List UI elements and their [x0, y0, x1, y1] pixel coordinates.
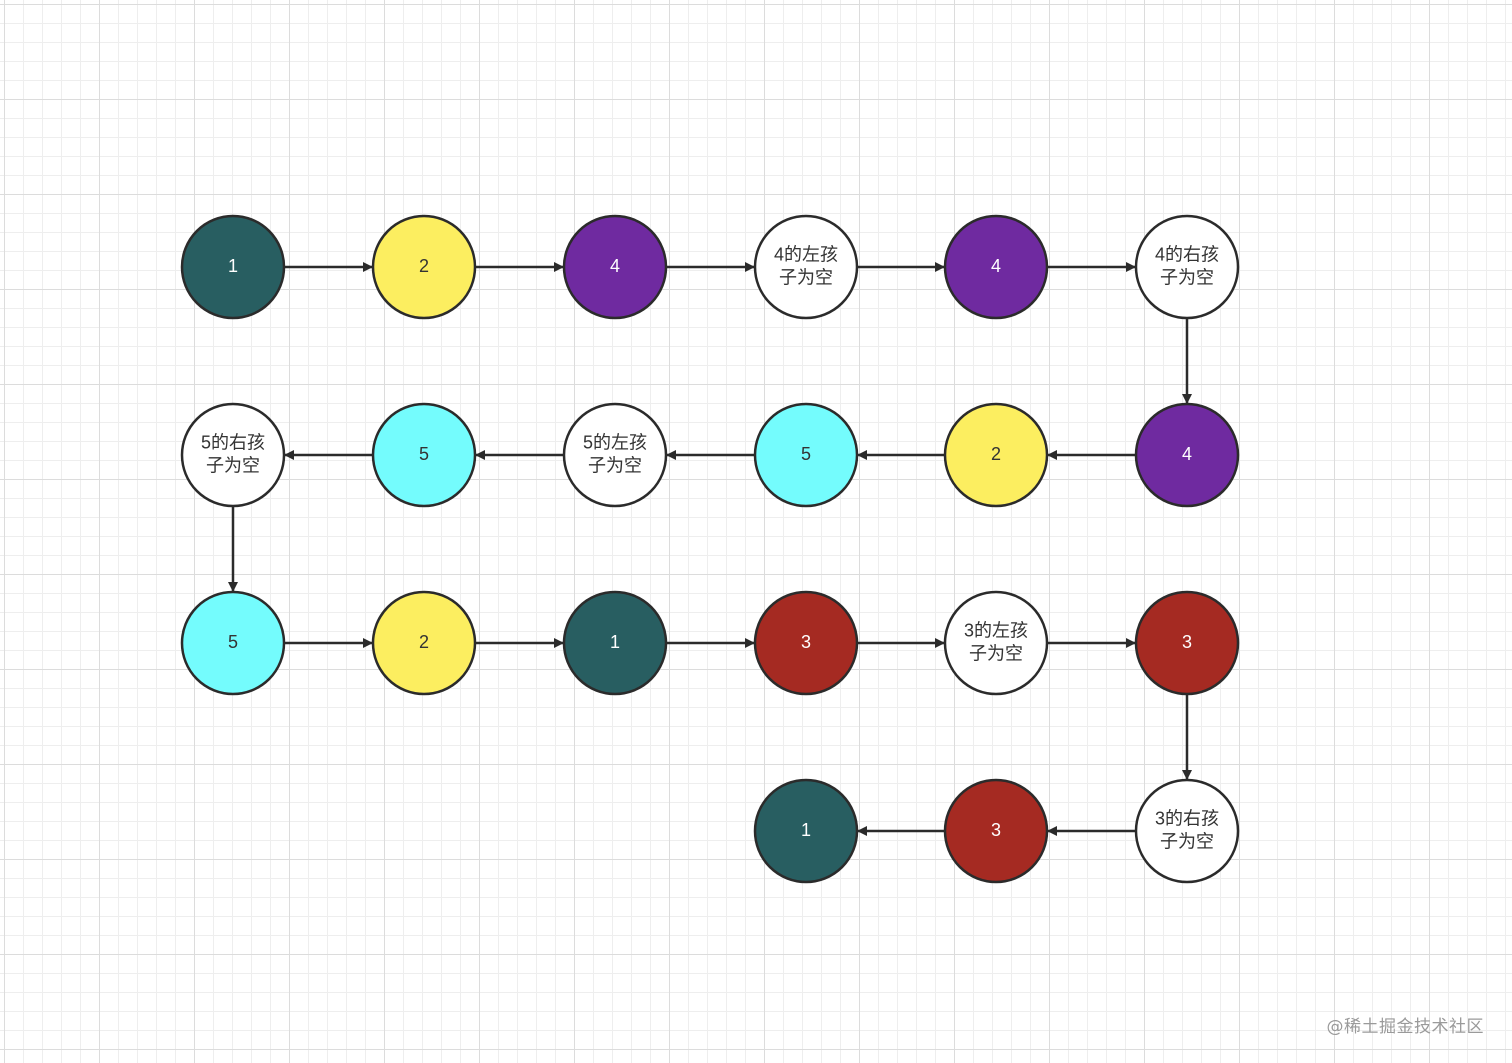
node-label: 2	[991, 444, 1001, 464]
watermark: @稀土掘金技术社区	[1326, 1017, 1484, 1037]
node-r2c3: 3	[753, 590, 859, 696]
node-label: 3	[801, 632, 811, 652]
node-label: 5	[419, 444, 429, 464]
node-label: 子为空	[969, 643, 1023, 663]
node-circle	[943, 778, 1049, 884]
node-label: 子为空	[1160, 267, 1214, 287]
node-label: 1	[610, 632, 620, 652]
node-label: 子为空	[779, 267, 833, 287]
node-label: 3	[991, 820, 1001, 840]
edges-layer	[228, 262, 1192, 836]
node-label: 1	[228, 256, 238, 276]
node-r2c0: 5	[180, 590, 286, 696]
node-label: 1	[801, 820, 811, 840]
node-r1c5: 4	[1134, 402, 1240, 508]
node-circle	[753, 214, 859, 320]
node-circle	[1134, 590, 1240, 696]
node-label: 4的右孩	[1155, 244, 1219, 264]
node-label: 子为空	[1160, 831, 1214, 851]
node-r1c4: 2	[943, 402, 1049, 508]
node-label: 5	[228, 632, 238, 652]
node-circle	[371, 590, 477, 696]
node-circle	[943, 402, 1049, 508]
node-r0c4: 4	[943, 214, 1049, 320]
node-label: 4	[991, 256, 1001, 276]
node-r0c1: 2	[371, 214, 477, 320]
node-label: 2	[419, 632, 429, 652]
node-circle	[180, 402, 286, 508]
node-label: 3的左孩	[964, 620, 1028, 640]
node-label: 3的右孩	[1155, 808, 1219, 828]
node-r0c2: 4	[562, 214, 668, 320]
node-label: 4	[1182, 444, 1192, 464]
node-r2c1: 2	[371, 590, 477, 696]
node-r2c2: 1	[562, 590, 668, 696]
node-label: 3	[1182, 632, 1192, 652]
node-circle	[943, 590, 1049, 696]
node-circle	[943, 214, 1049, 320]
node-r0c0: 1	[180, 214, 286, 320]
node-circle	[371, 402, 477, 508]
node-circle	[1134, 778, 1240, 884]
node-r1c1: 5	[371, 402, 477, 508]
node-circle	[180, 214, 286, 320]
node-r3c3: 1	[753, 778, 859, 884]
node-label: 2	[419, 256, 429, 276]
node-label: 子为空	[206, 455, 260, 475]
node-circle	[753, 402, 859, 508]
node-label: 5	[801, 444, 811, 464]
node-label: 5的左孩	[583, 432, 647, 452]
node-circle	[371, 214, 477, 320]
node-circle	[1134, 402, 1240, 508]
node-r3c4: 3	[943, 778, 1049, 884]
node-circle	[753, 778, 859, 884]
node-label: 5的右孩	[201, 432, 265, 452]
node-label: 4的左孩	[774, 244, 838, 264]
node-label: 4	[610, 256, 620, 276]
node-circle	[562, 214, 668, 320]
node-r1c3: 5	[753, 402, 859, 508]
node-circle	[562, 590, 668, 696]
node-circle	[562, 402, 668, 508]
node-circle	[753, 590, 859, 696]
node-circle	[1134, 214, 1240, 320]
node-r2c5: 3	[1134, 590, 1240, 696]
node-circle	[180, 590, 286, 696]
node-label: 子为空	[588, 455, 642, 475]
